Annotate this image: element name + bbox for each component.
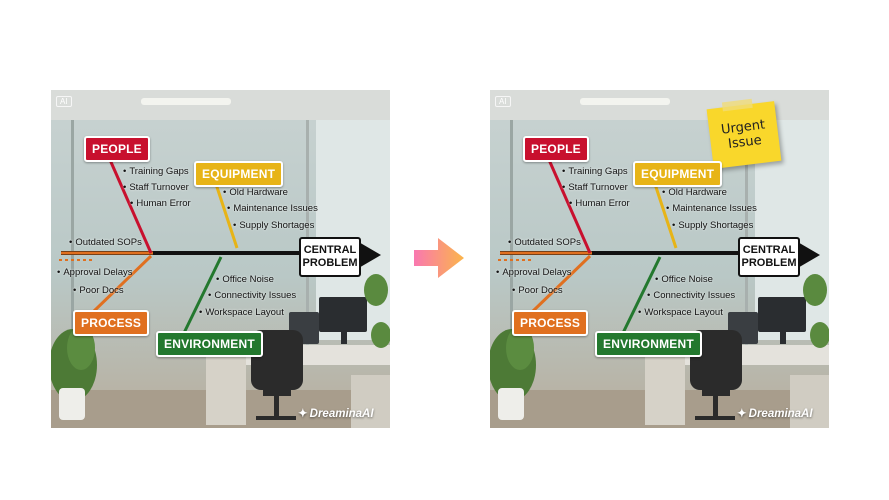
process-category-label: PROCESS (512, 310, 589, 336)
process-category-label: PROCESS (73, 310, 150, 336)
ai-badge: AI (495, 96, 511, 107)
environment-category-label: ENVIRONMENT (156, 331, 263, 357)
watermark-text: DreaminaAI (748, 408, 813, 420)
central-problem-line: PROBLEM (302, 257, 358, 269)
equipment-cause-item: Maintenance Issues (666, 203, 757, 214)
equipment-cause-item: Maintenance Issues (227, 203, 318, 214)
central-problem-line: CENTRAL (303, 244, 357, 256)
environment-category-label: ENVIRONMENT (595, 331, 702, 357)
process-cause-item: Outdated SOPs (508, 237, 581, 248)
right-arrow-icon (414, 238, 464, 278)
central-problem-box: CENTRAL PROBLEM (299, 237, 361, 277)
environment-cause-item: Office Noise (216, 274, 274, 285)
people-cause-item: Training Gaps (562, 166, 627, 177)
people-category-label: PEOPLE (523, 136, 589, 162)
dreamina-logo-icon: ✦ (737, 408, 747, 420)
before-image-panel: AI PEOPLE Training Gaps Staff Turnover H… (51, 90, 390, 428)
environment-cause-item: Office Noise (655, 274, 713, 285)
watermark: ✦DreaminaAI (737, 406, 813, 420)
equipment-cause-item: Old Hardware (223, 187, 288, 198)
central-problem-line: PROBLEM (741, 257, 797, 269)
process-cause-item: Approval Delays (57, 267, 132, 278)
environment-cause-item: Connectivity Issues (208, 290, 296, 301)
people-cause-item: Staff Turnover (123, 182, 189, 193)
equipment-category-label: EQUIPMENT (633, 161, 723, 187)
people-category-label: PEOPLE (84, 136, 150, 162)
process-cause-item: Approval Delays (496, 267, 571, 278)
central-problem-box: CENTRAL PROBLEM (738, 237, 800, 277)
people-cause-item: Human Error (569, 198, 629, 209)
people-cause-item: Training Gaps (123, 166, 188, 177)
sticky-note: Urgent Issue (706, 98, 782, 169)
process-cause-item: Poor Docs (512, 285, 562, 296)
fishbone-bones (498, 152, 820, 336)
dreamina-logo-icon: ✦ (298, 408, 308, 420)
people-cause-item: Human Error (130, 198, 190, 209)
people-cause-item: Staff Turnover (562, 182, 628, 193)
after-image-panel: AI Urgent Issue PEOPLE Training Gaps Sta… (490, 90, 829, 428)
process-cause-item: Poor Docs (73, 285, 123, 296)
process-cause-item: Outdated SOPs (69, 237, 142, 248)
equipment-cause-item: Old Hardware (662, 187, 727, 198)
equipment-cause-item: Supply Shortages (672, 220, 753, 231)
fishbone-bones (59, 152, 381, 336)
environment-cause-item: Workspace Layout (638, 307, 723, 318)
environment-cause-item: Workspace Layout (199, 307, 284, 318)
environment-cause-item: Connectivity Issues (647, 290, 735, 301)
watermark-text: DreaminaAI (309, 408, 374, 420)
ai-badge: AI (56, 96, 72, 107)
equipment-category-label: EQUIPMENT (194, 161, 284, 187)
office-background (51, 90, 390, 428)
central-problem-line: CENTRAL (742, 244, 796, 256)
watermark: ✦DreaminaAI (298, 406, 374, 420)
equipment-cause-item: Supply Shortages (233, 220, 314, 231)
